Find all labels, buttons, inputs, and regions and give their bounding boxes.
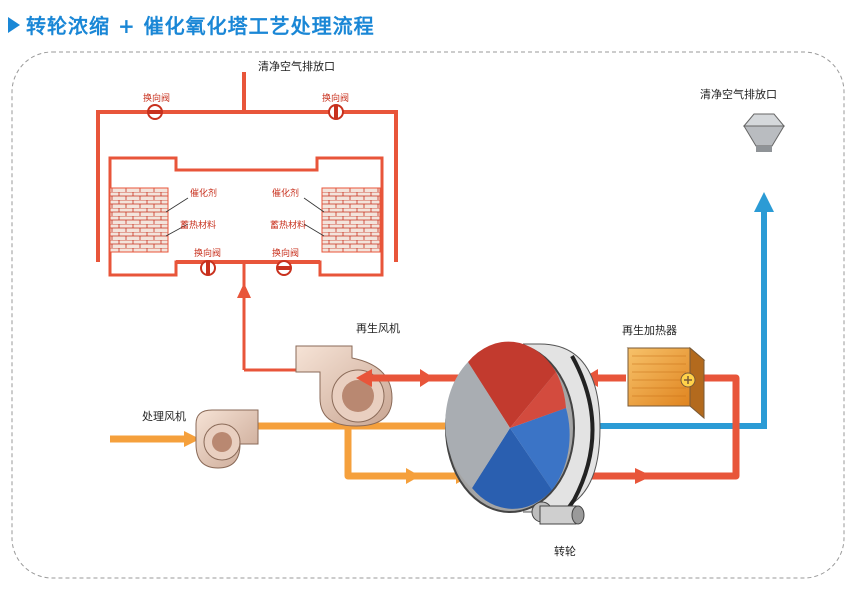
valve-bottom-right-icon <box>276 260 292 276</box>
clean-air-outlet-right <box>580 113 786 429</box>
catalyst-right-label: 催化剂 <box>272 187 299 199</box>
arrow-right-orange-icon <box>406 468 420 484</box>
label-leader-lines <box>165 197 325 237</box>
heat-storage-right-label: 蓄热材料 <box>270 219 306 231</box>
rotor-wheel <box>445 341 601 525</box>
diagram-frame <box>11 51 845 579</box>
arrow-left-icon <box>420 369 434 387</box>
heat-storage-block-left <box>109 187 169 253</box>
title-arrow-icon <box>8 16 20 33</box>
valve-top-left-icon <box>147 104 163 120</box>
valve-bottom-left-label: 换向阀 <box>194 247 221 259</box>
regen-heater-label: 再生加热器 <box>622 323 677 337</box>
catalyst-left-label: 催化剂 <box>190 187 217 199</box>
process-fan-label: 处理风机 <box>142 409 186 423</box>
valve-bottom-left-icon <box>200 260 216 276</box>
valve-top-left-label: 换向阀 <box>143 92 170 104</box>
regen-fan-label: 再生风机 <box>356 321 400 335</box>
exhaust-right-label: 清净空气排放口 <box>700 87 777 101</box>
page-title: 转轮浓缩 + 催化氧化塔工艺处理流程 <box>8 10 375 39</box>
catalytic-oxidation-tower <box>96 72 398 372</box>
valve-top-right-icon <box>328 104 344 120</box>
process-fan <box>195 409 259 469</box>
valve-top-right-label: 换向阀 <box>322 92 349 104</box>
heat-storage-block-right <box>321 187 381 253</box>
process-air-lines <box>110 422 462 480</box>
regen-air-loop <box>580 374 740 480</box>
arrow-right-icon <box>635 468 652 484</box>
arrow-up-icon <box>237 283 251 298</box>
valve-bottom-right-label: 换向阀 <box>272 247 299 259</box>
title-text: 转轮浓缩 + 催化氧化塔工艺处理流程 <box>26 14 375 38</box>
arrow-left-icon <box>356 369 372 387</box>
heat-storage-left-label: 蓄热材料 <box>180 219 216 231</box>
arrow-right-orange-icon <box>184 431 200 447</box>
arrow-up-blue-icon <box>754 192 774 212</box>
rotor-label: 转轮 <box>554 544 576 558</box>
regen-fan <box>295 345 393 427</box>
regen-heater <box>626 346 706 420</box>
exhaust-top-label: 清净空气排放口 <box>258 59 335 73</box>
